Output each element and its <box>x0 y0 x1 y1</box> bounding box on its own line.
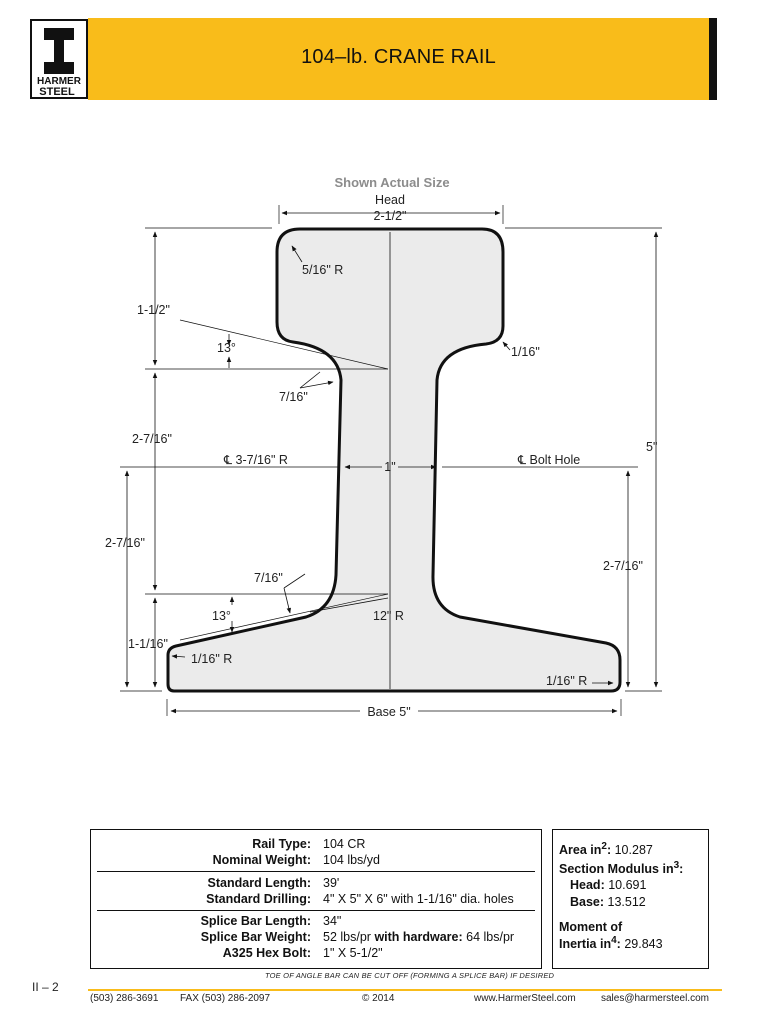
rail-profile <box>166 227 622 693</box>
spec-nominal-weight: Nominal Weight: 104 lbs/yd <box>212 853 380 867</box>
spec-hex-bolt: A325 Hex Bolt: 1" X 5-1/2" <box>222 946 383 960</box>
head-angle-label: 13° <box>217 341 236 355</box>
divider <box>97 871 535 872</box>
splice-note: TOE OF ANGLE BAR CAN BE CUT OFF (FORMING… <box>265 971 555 980</box>
base-right-radius-label: 1/16" R <box>546 674 587 688</box>
divider <box>97 910 535 911</box>
section-properties: Area in2: 10.287 Section Modulus in3: He… <box>552 829 709 969</box>
footer-divider <box>88 989 722 991</box>
bolt-hole-label: ℄ Bolt Hole <box>517 453 580 467</box>
base-fillet-label: 7/16" <box>254 571 283 585</box>
base-width-label: Base 5" <box>367 705 410 719</box>
head-corner-radius-label: 1/16" <box>511 345 540 359</box>
spec-splice-bar-weight: Splice Bar Weight: 52 lbs/pr with hardwa… <box>200 930 515 944</box>
lower-web-label: 2-7/16" <box>105 536 145 550</box>
prop-area: Area in2: 10.287 <box>559 841 653 857</box>
head-label: Head <box>375 193 405 207</box>
total-height-label: 5" <box>646 440 657 454</box>
svg-text:HARMER: HARMER <box>37 76 82 87</box>
base-left-radius-label: 1/16" R <box>191 652 232 666</box>
base-angle-label: 13° <box>212 609 231 623</box>
spec-standard-length: Standard Length: 39' <box>207 876 340 890</box>
upper-web-label: 2-7/16" <box>132 432 172 446</box>
head-fillet-label: 7/16" <box>279 390 308 404</box>
web-radius-label: ℄ 3-7/16" R <box>223 453 288 467</box>
spec-standard-drilling: Standard Drilling: 4" X 5" X 6" with 1-1… <box>206 892 514 906</box>
spec-rail-type: Rail Type: 104 CR <box>252 837 366 851</box>
page-number: II – 2 <box>32 980 59 994</box>
rail-logo-icon <box>44 28 74 74</box>
header-band <box>88 18 709 100</box>
footer-copyright: © 2014 <box>362 993 395 1004</box>
footer-email-link[interactable]: sales@harmersteel.com <box>601 993 709 1004</box>
prop-head: Head: 10.691 <box>570 878 647 892</box>
prop-moment: Moment of <box>559 920 623 934</box>
right-lower-label: 2-7/16" <box>603 559 643 573</box>
head-width-label: 2-1/2" <box>374 209 407 223</box>
footer-website-link[interactable]: www.HarmerSteel.com <box>474 993 576 1004</box>
shown-actual-size-label: Shown Actual Size <box>334 175 449 190</box>
web-thickness-label: 1" <box>384 460 395 474</box>
footer-fax: FAX (503) 286-2097 <box>180 993 271 1004</box>
base-radius-label: 12" R <box>373 609 404 623</box>
specs-table: Rail Type: 104 CR Nominal Weight: 104 lb… <box>90 829 542 969</box>
prop-section-modulus: Section Modulus in3: <box>559 860 684 876</box>
prop-base: Base: 13.512 <box>570 895 646 909</box>
page-title: 104–lb. CRANE RAIL <box>301 46 496 68</box>
harmer-steel-logo: HARMER STEEL <box>30 18 88 100</box>
base-height-label: 1-1/16" <box>128 637 168 651</box>
spec-splice-bar-length: Splice Bar Length: 34" <box>200 914 342 928</box>
svg-text:STEEL: STEEL <box>39 86 75 98</box>
prop-inertia: Inertia in4: 29.843 <box>559 935 663 951</box>
top-radius-label: 5/16" R <box>302 263 343 277</box>
header-edge <box>709 18 717 100</box>
head-height-label: 1-1/2" <box>137 303 170 317</box>
footer-phone: (503) 286-3691 <box>90 993 159 1004</box>
